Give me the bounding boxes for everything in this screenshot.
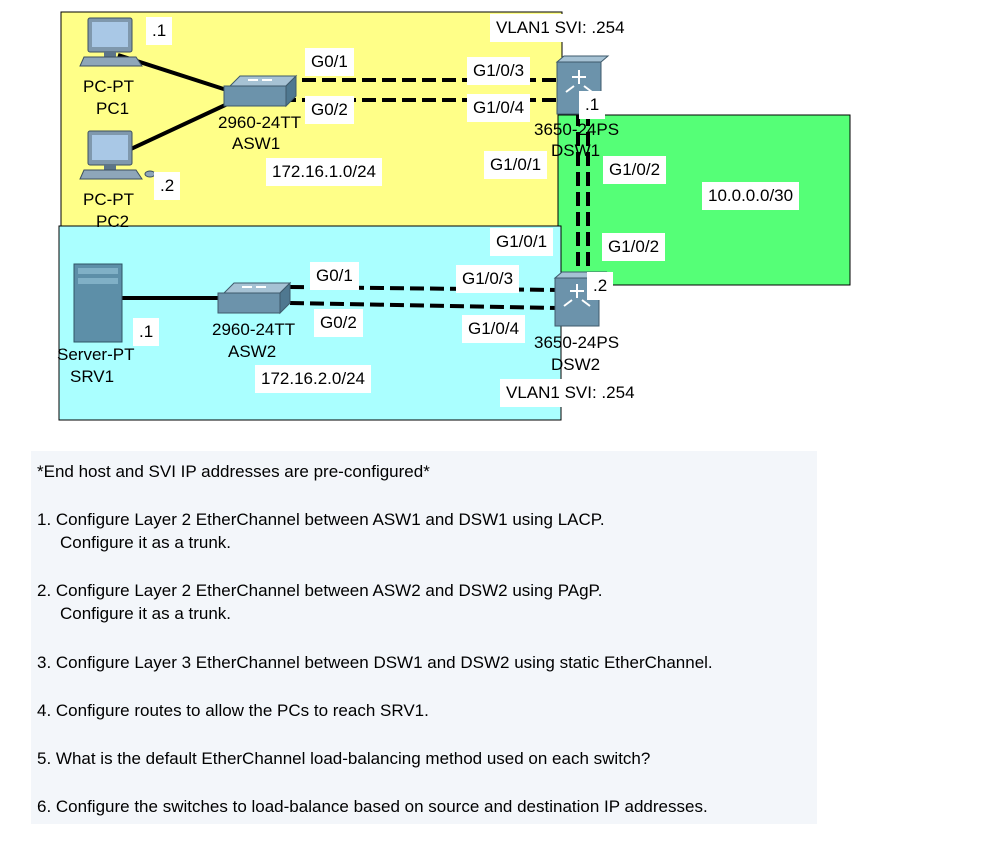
notes-header: *End host and SVI IP addresses are pre-c…: [37, 462, 430, 481]
server-icon: [73, 263, 123, 343]
asw2-port-g01: G0/1: [310, 262, 359, 290]
task-2-line-1: 2. Configure Layer 2 EtherChannel betwee…: [37, 581, 603, 600]
dsw1-model: 3650-24PS: [534, 120, 620, 139]
pc2-icon: [79, 130, 156, 180]
dsw2-model: 3650-24PS: [534, 333, 620, 352]
pc2-type: PC-PT: [83, 190, 134, 209]
dsw2-vlan1-svi-label: VLAN1 SVI: .254: [500, 379, 641, 407]
task-1-line-1: 1. Configure Layer 2 EtherChannel betwee…: [37, 510, 605, 529]
asw1-model: 2960-24TT: [218, 113, 302, 132]
asw1-name: ASW1: [232, 134, 281, 153]
srv1-type: Server-PT: [57, 345, 135, 364]
pc1-icon: [79, 17, 143, 67]
asw1-switch-icon: [223, 74, 298, 108]
asw2-name: ASW2: [228, 342, 277, 358]
srv1-address: .1: [133, 318, 160, 346]
pc1-name: PC1: [96, 99, 130, 118]
dsw1-name: DSW1: [551, 141, 601, 160]
asw2-switch-icon: [217, 281, 292, 315]
task-6: 6. Configure the switches to load-balanc…: [37, 797, 708, 816]
dsw2-port-g104: G1/0/4: [462, 315, 526, 343]
link-pc2-asw1: [117, 98, 237, 157]
asw1-port-g01: G0/1: [305, 48, 354, 76]
link-asw2-dsw2-b: [289, 301, 561, 310]
dsw1-port-g101: G1/0/1: [484, 151, 548, 179]
pc1-type: PC-PT: [83, 77, 134, 96]
asw2-port-g02: G0/2: [314, 309, 363, 337]
asw2-model: 2960-24TT: [212, 320, 296, 339]
dsw2-name: DSW2: [551, 355, 601, 374]
pc2-name: PC2: [96, 212, 130, 228]
network-bottom: 172.16.2.0/24: [255, 365, 371, 393]
network-top: 172.16.1.0/24: [266, 158, 382, 186]
task-2-line-2: Configure it as a trunk.: [60, 604, 232, 623]
task-5: 5. What is the default EtherChannel load…: [37, 749, 651, 768]
task-1-line-2: Configure it as a trunk.: [60, 533, 232, 552]
task-4: 4. Configure routes to allow the PCs to …: [37, 701, 429, 720]
pc2-address: .2: [154, 172, 181, 200]
asw1-port-g02: G0/2: [305, 96, 354, 124]
pc1-address: .1: [146, 17, 173, 45]
dsw2-port-g101: G1/0/1: [490, 228, 554, 256]
srv1-name: SRV1: [70, 367, 115, 386]
network-p2p: 10.0.0.0/30: [702, 182, 800, 210]
dsw2-port-g103: G1/0/3: [456, 265, 520, 293]
dsw1-port-g103: G1/0/3: [467, 57, 531, 85]
task-3: 3. Configure Layer 3 EtherChannel betwee…: [37, 653, 713, 672]
dsw2-address: .2: [587, 272, 614, 300]
dsw1-vlan1-svi-label: VLAN1 SVI: .254: [490, 14, 631, 42]
dsw1-address: .1: [579, 91, 606, 119]
dsw1-port-g102: G1/0/2: [603, 156, 667, 184]
dsw2-port-g102: G1/0/2: [602, 233, 666, 261]
dsw1-port-g104: G1/0/4: [467, 94, 531, 122]
task-notes-panel: *End host and SVI IP addresses are pre-c…: [31, 451, 817, 824]
